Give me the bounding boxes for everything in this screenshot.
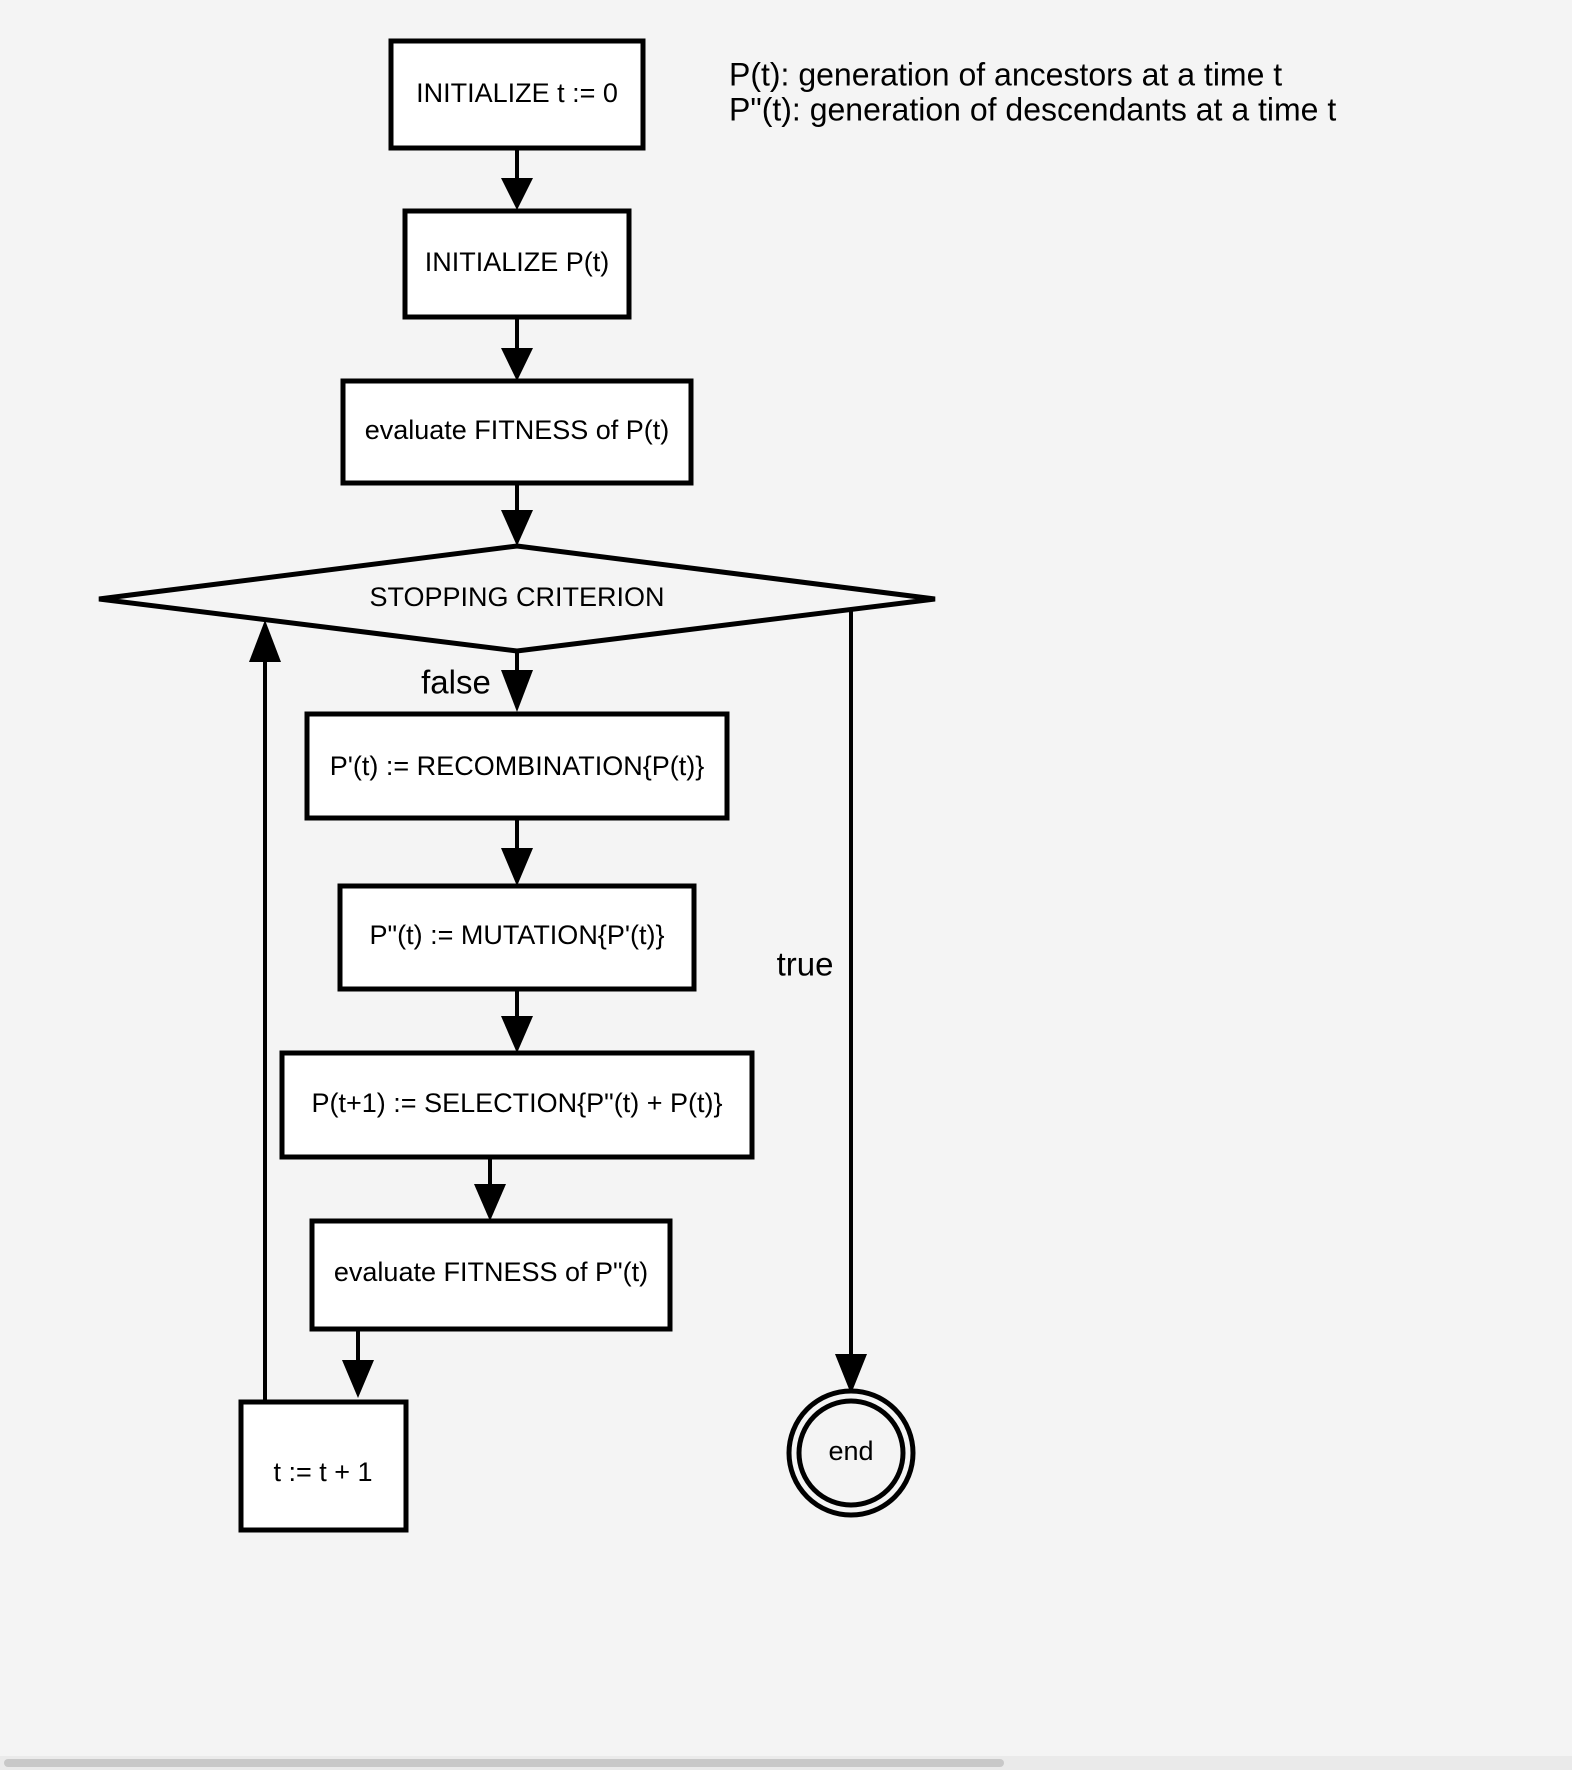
- legend: P(t): generation of ancestors at a time …: [729, 56, 1336, 127]
- node-evaluate-fitness-p[interactable]: evaluate FITNESS of P(t): [340, 378, 694, 486]
- node-evaluate-fitness-pp-label: evaluate FITNESS of P"(t): [334, 1257, 648, 1287]
- edge-mutation-to-selection: [501, 989, 533, 1053]
- node-mutation-label: P"(t) := MUTATION{P'(t)}: [369, 920, 664, 950]
- edge-evaluate-fitness-pp-to-increment-t: [342, 1329, 374, 1398]
- node-evaluate-fitness-p-label: evaluate FITNESS of P(t): [365, 415, 670, 445]
- legend-line-1: P(t): generation of ancestors at a time …: [729, 56, 1282, 92]
- node-evaluate-fitness-pp[interactable]: evaluate FITNESS of P"(t): [309, 1218, 673, 1332]
- node-initialize-p[interactable]: INITIALIZE P(t): [402, 208, 632, 320]
- node-mutation[interactable]: P"(t) := MUTATION{P'(t)}: [337, 883, 697, 992]
- edge-evaluate-fitness-to-stopping-criterion: [501, 483, 533, 546]
- node-increment-t-label: t := t + 1: [273, 1457, 372, 1487]
- edge-recombination-to-mutation: [501, 818, 533, 886]
- node-end[interactable]: end: [786, 1388, 916, 1518]
- node-stopping-criterion[interactable]: STOPPING CRITERION: [98, 543, 936, 654]
- node-end-label: end: [828, 1436, 873, 1466]
- edge-increment-t-to-stopping-criterion-loop: [249, 620, 281, 1402]
- node-selection[interactable]: P(t+1) := SELECTION{P"(t) + P(t)}: [279, 1050, 755, 1160]
- edge-initialize-p-to-evaluate-fitness: [501, 317, 533, 381]
- node-recombination-label: P'(t) := RECOMBINATION{P(t)}: [330, 751, 704, 781]
- edge-label-true: true: [777, 946, 834, 983]
- node-selection-label: P(t+1) := SELECTION{P"(t) + P(t)}: [312, 1088, 723, 1118]
- node-recombination[interactable]: P'(t) := RECOMBINATION{P(t)}: [304, 711, 730, 821]
- edge-stopping-criterion-false-to-recombination: [501, 651, 533, 712]
- horizontal-scrollbar-thumb[interactable]: [4, 1759, 1004, 1767]
- horizontal-scrollbar[interactable]: [0, 1756, 1572, 1770]
- edge-selection-to-evaluate-fitness-pp: [474, 1157, 506, 1221]
- edge-initialize-t-to-initialize-p: [501, 148, 533, 210]
- node-initialize-p-label: INITIALIZE P(t): [425, 247, 610, 277]
- edge-stopping-criterion-true-to-end: [835, 604, 867, 1394]
- node-stopping-criterion-label: STOPPING CRITERION: [369, 582, 664, 612]
- node-initialize-t[interactable]: INITIALIZE t := 0: [388, 38, 646, 151]
- node-increment-t[interactable]: t := t + 1: [238, 1399, 409, 1533]
- node-initialize-t-label: INITIALIZE t := 0: [416, 78, 618, 108]
- legend-line-2: P"(t): generation of descendants at a ti…: [729, 91, 1336, 127]
- edge-label-false: false: [421, 664, 491, 701]
